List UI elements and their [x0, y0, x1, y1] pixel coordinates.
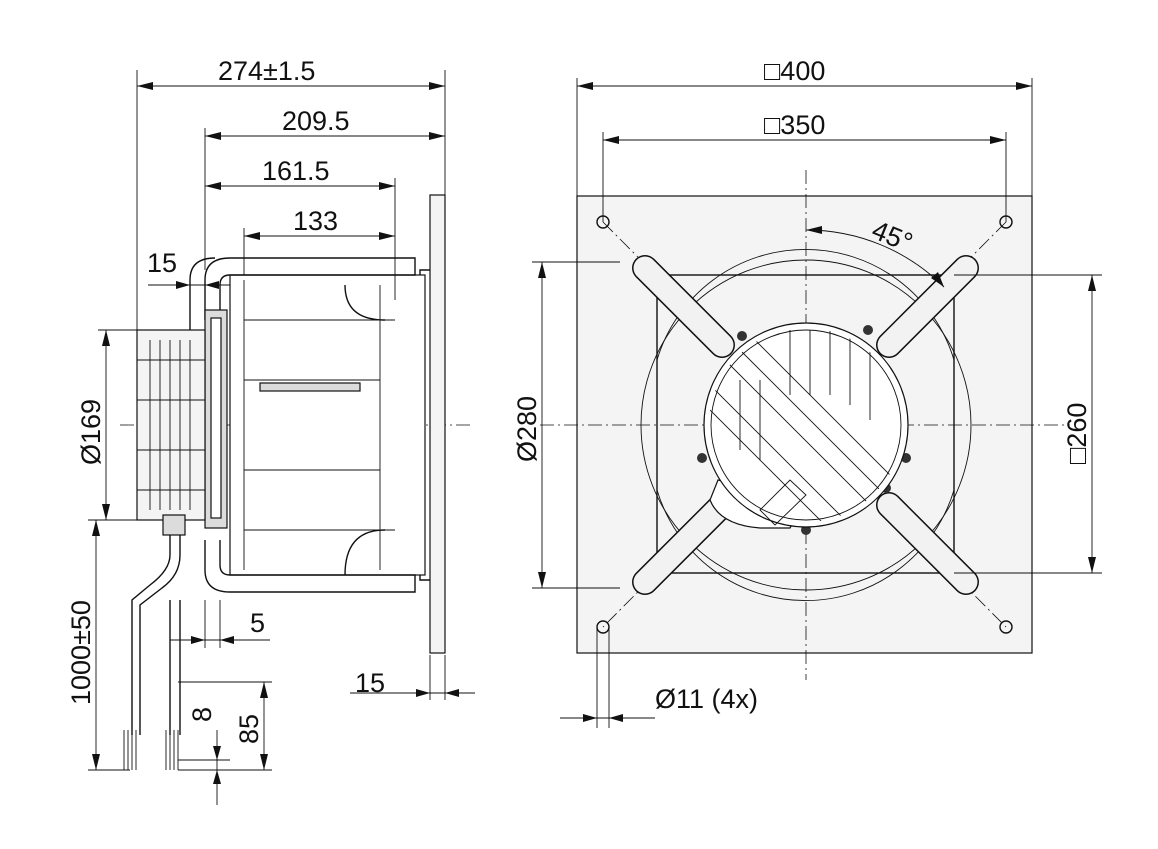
- guard-rod-bottom: [204, 540, 416, 593]
- dim-motor-diameter: Ø169: [76, 399, 106, 465]
- dim-inner-square: □260: [1062, 403, 1092, 464]
- dim-nozzle-diameter: Ø280: [512, 396, 542, 462]
- front-view: □400 □350 45° Ø280 □260 Ø11 (4x): [512, 56, 1102, 728]
- dim-cable-length: 1000±50: [66, 600, 96, 705]
- impeller-housing: [229, 274, 426, 576]
- motor-body-side: [136, 329, 206, 521]
- dim-small-offset: 5: [250, 608, 265, 638]
- dim-161: 161.5: [262, 156, 330, 186]
- inner-square: [656, 274, 955, 574]
- mounting-plate-side: [429, 194, 446, 654]
- dim-strip-85: 85: [234, 714, 264, 744]
- bolt-hole-bottom-right: [999, 620, 1013, 634]
- dim-guard-offset: 15: [147, 248, 177, 278]
- motor-body-front: [703, 322, 909, 528]
- support-arms: [632, 255, 979, 595]
- dim-plate-outer: □400: [764, 56, 825, 86]
- guard-rod-top: [204, 257, 416, 320]
- side-view: 274±1.5 209.5 161.5 133 15 Ø169: [66, 56, 475, 805]
- dim-plate-thickness: 15: [355, 668, 385, 698]
- dim-holes: Ø11 (4x): [655, 684, 758, 714]
- dim-209: 209.5: [282, 106, 350, 136]
- dim-overall-length: 274±1.5: [218, 56, 315, 86]
- cable-1: [131, 535, 171, 735]
- dim-hole-pitch: □350: [764, 110, 825, 140]
- dim-133: 133: [293, 206, 338, 236]
- dim-strip-8: 8: [187, 707, 217, 722]
